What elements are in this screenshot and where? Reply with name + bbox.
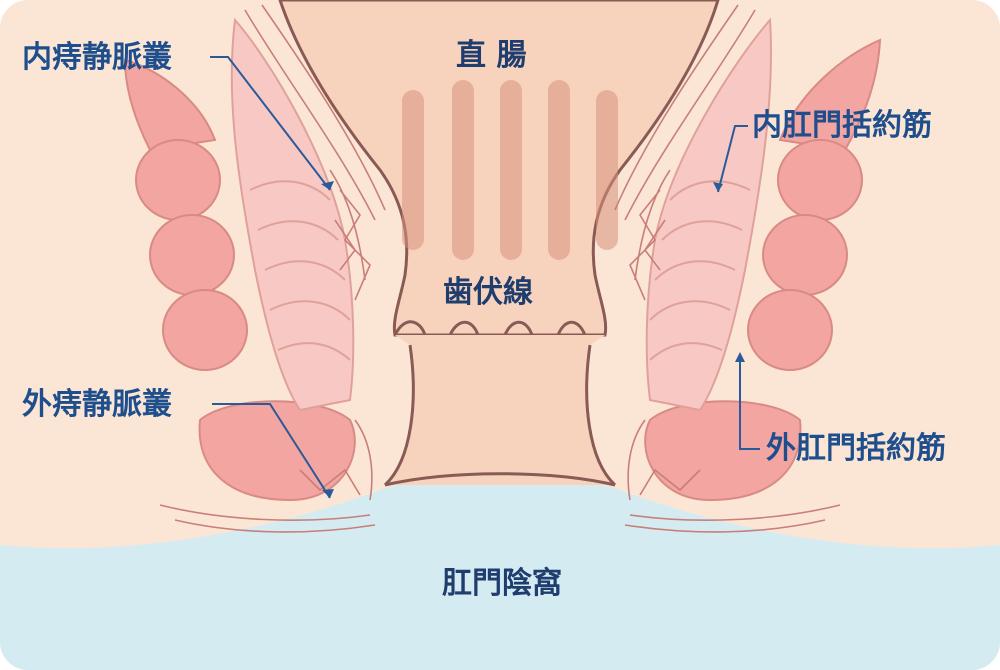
internal-sphincter-left	[230, 17, 355, 412]
external-sphincter-right	[644, 38, 882, 502]
leader-external-sphincter	[739, 355, 760, 450]
external-sphincter-left	[123, 58, 356, 502]
leader-internal-sphincter	[717, 125, 748, 193]
plexus-left	[159, 4, 386, 533]
label-internal-anal-sphincter: 内肛門括約筋	[752, 108, 932, 143]
internal-sphincter-right-bands	[649, 180, 751, 361]
anal-canal	[385, 335, 615, 485]
internal-sphincter-right	[645, 17, 772, 412]
label-dentate-line: 歯伏線	[443, 275, 533, 310]
label-external-hemorrhoidal-plexus: 外痔静脈叢	[22, 387, 172, 422]
label-rectum: 直 腸	[456, 38, 527, 73]
leader-arrowheads	[321, 181, 745, 498]
label-external-anal-sphincter: 外肛門括約筋	[766, 431, 946, 466]
leader-lines	[210, 56, 760, 499]
leader-external-plexus	[212, 403, 331, 499]
lower-region	[0, 475, 1000, 670]
label-internal-hemorrhoidal-plexus: 内痔静脈叢	[22, 40, 172, 75]
plexus-right	[614, 4, 841, 533]
rectal-folds	[402, 80, 618, 260]
internal-sphincter-left-bands	[249, 180, 351, 361]
leader-internal-plexus	[210, 56, 331, 191]
label-ischioanal-fossa: 肛門陰窩	[442, 566, 562, 601]
